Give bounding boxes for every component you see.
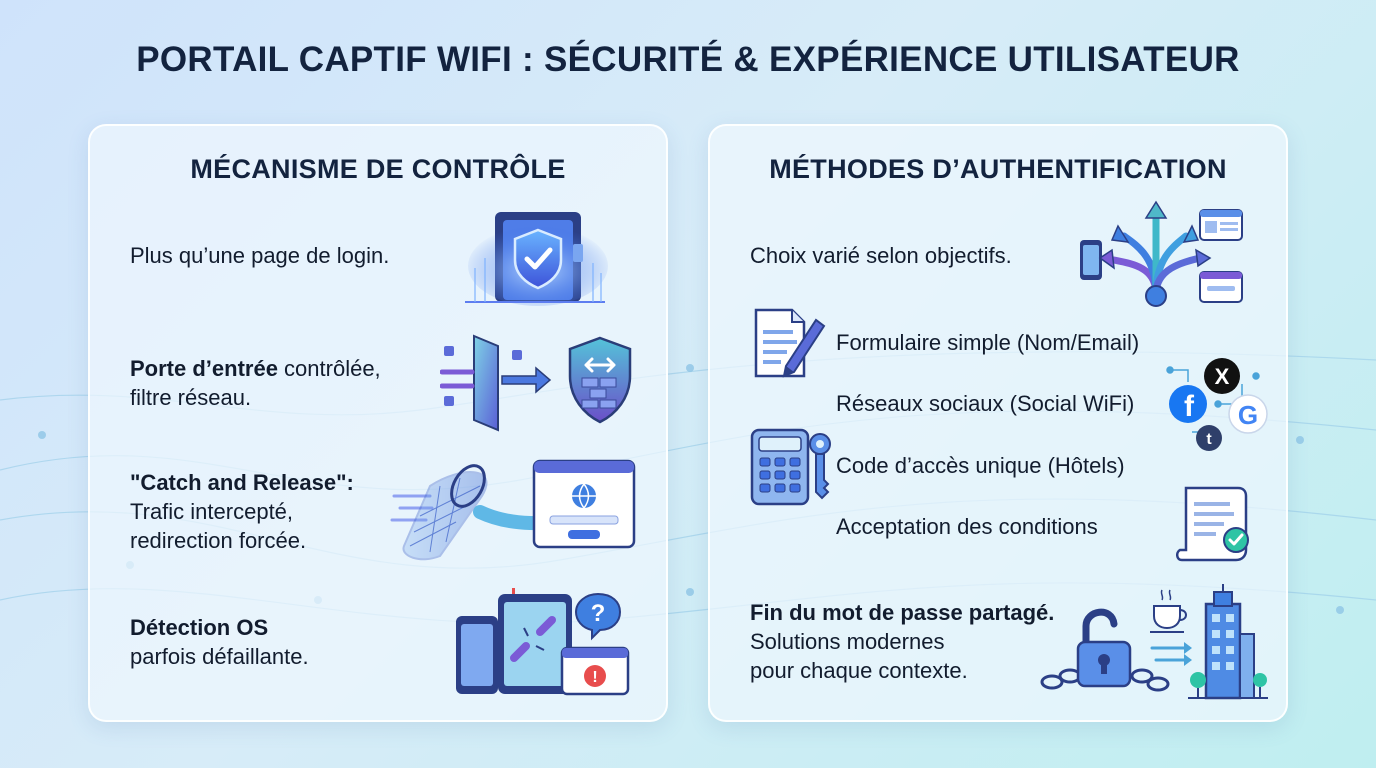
auth-conclusion: Fin du mot de passe partagé. Solutions m… [750, 600, 1055, 683]
svg-text:f: f [1184, 390, 1195, 423]
facebook-logo-icon: f [1169, 385, 1207, 423]
svg-text:X: X [1215, 364, 1230, 389]
method-terms-acceptance: Acceptation des conditions [836, 514, 1098, 539]
item-os-detection: Détection OS parfois défaillante. [130, 615, 309, 669]
shield-gate-icon [465, 212, 608, 306]
method-social-wifi: Réseaux sociaux (Social WiFi) [836, 391, 1135, 416]
method-simple-form: Formulaire simple (Nom/Email) [836, 330, 1140, 355]
x-logo-icon: X [1204, 358, 1240, 394]
google-logo-icon: G [1228, 394, 1268, 434]
svg-text:?: ? [591, 600, 606, 627]
svg-text:G: G [1238, 400, 1258, 430]
svg-text:t: t [1206, 431, 1212, 448]
devices-broken-link-icon: ? ! [456, 588, 630, 696]
terms-document-icon [1176, 486, 1249, 562]
control-mechanism-panel: MÉCANISME DE CONTRÔLE Plus qu’une page d… [88, 124, 668, 722]
item-login-page: Plus qu’une page de login. [130, 243, 390, 268]
form-pen-icon [754, 308, 826, 378]
item-catch-release: "Catch and Release": Trafic intercepté, … [130, 470, 354, 553]
branching-arrows-icon [1080, 200, 1243, 307]
social-logos-icon: X f t G [1166, 358, 1268, 451]
net-redirect-icon [390, 459, 636, 561]
firewall-shield-icon [440, 334, 632, 432]
panel-title-control: MÉCANISME DE CONTRÔLE [190, 154, 566, 184]
authentication-methods-panel: MÉTHODES D’AUTHENTIFICATION Choix varié … [708, 124, 1288, 722]
method-unique-code: Code d’accès unique (Hôtels) [836, 453, 1125, 478]
auth-intro: Choix varié selon objectifs. [750, 243, 1012, 268]
keypad-key-icon [750, 428, 831, 506]
svg-text:!: ! [592, 669, 597, 686]
panel-title-authentication: MÉTHODES D’AUTHENTIFICATION [769, 154, 1227, 184]
page-title: PORTAIL CAPTIF WIFI : SÉCURITÉ & EXPÉRIE… [136, 40, 1240, 79]
item-entry-gate: Porte d’entrée contrôlée, filtre réseau. [130, 356, 381, 410]
unlock-cafe-building-icon [1040, 584, 1268, 700]
tumblr-logo-icon: t [1196, 425, 1222, 451]
